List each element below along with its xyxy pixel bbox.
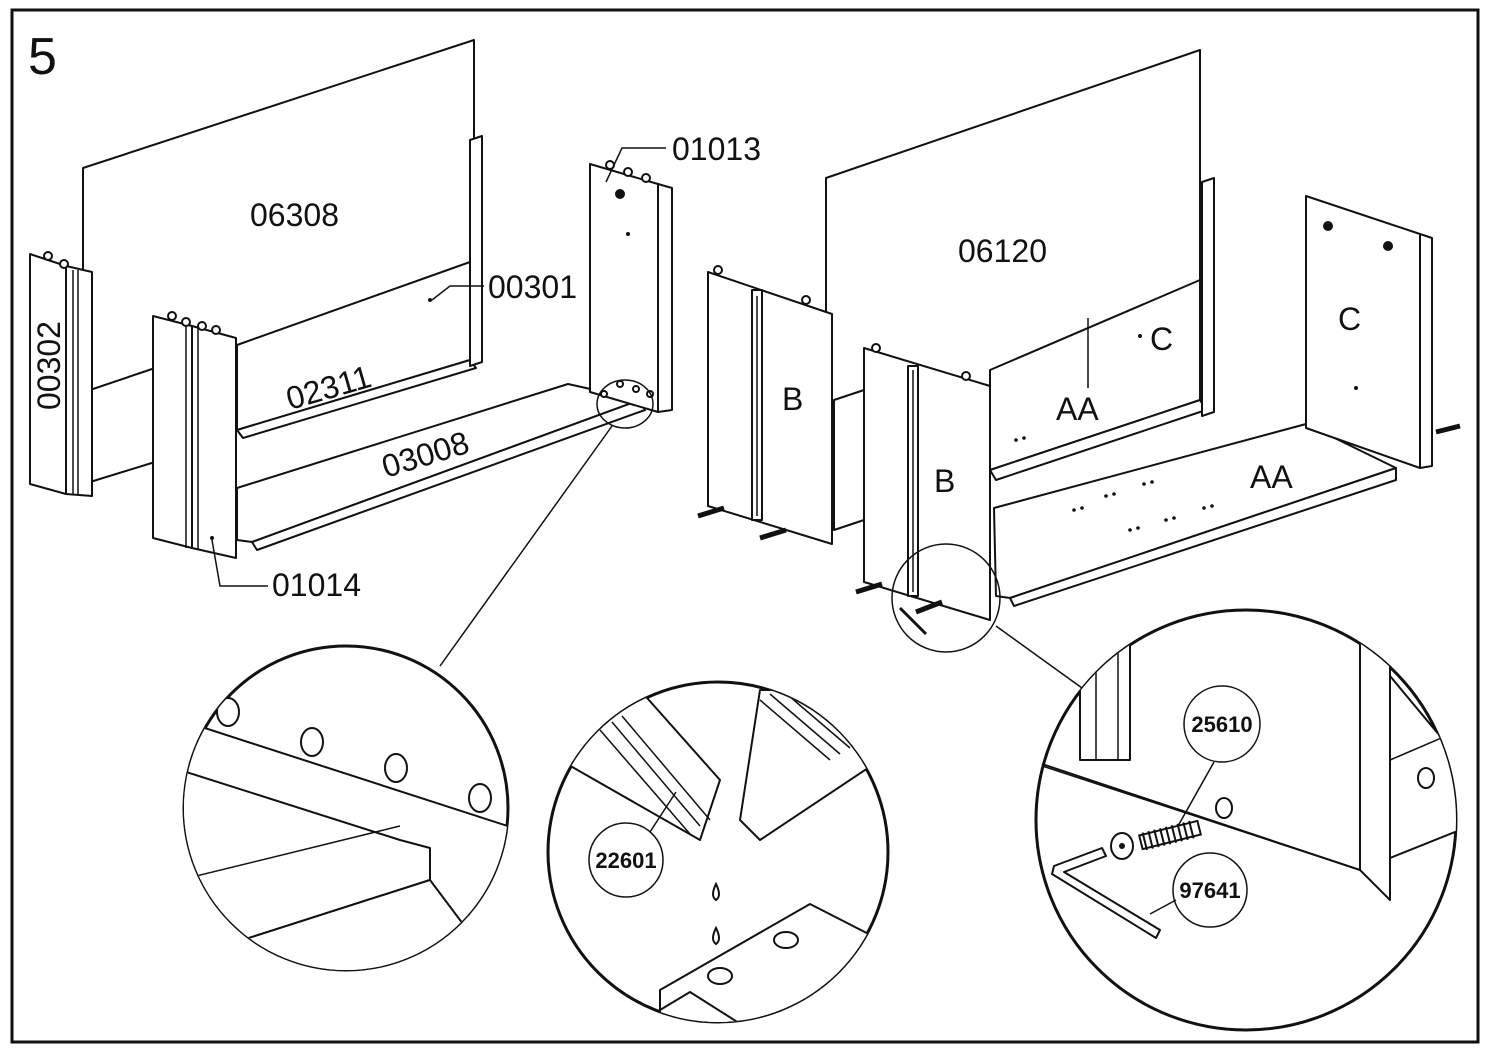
label-22601: 22601 (595, 848, 656, 873)
inner-shelf-edge (236, 359, 477, 439)
label-06308: 06308 (250, 197, 339, 233)
bottom-panel-edge (251, 399, 646, 551)
detail-callout-right (891, 543, 1001, 653)
detail-circle-holes (182, 644, 510, 972)
part-bubble-25610 (1183, 685, 1261, 763)
label-01014: 01014 (272, 567, 361, 603)
label-C-1: C (1150, 321, 1173, 357)
side-panel-B-2 (863, 347, 991, 621)
side-panel-00302-edge (65, 265, 93, 497)
label-06120: 06120 (958, 233, 1047, 269)
side-panel-C-edge (1419, 233, 1433, 469)
label-00302: 00302 (31, 321, 67, 410)
detail-callout-left (596, 379, 654, 429)
part-bubble-22601 (588, 822, 664, 898)
right-assembly (697, 49, 1461, 689)
side-panel-B-1 (707, 271, 833, 545)
page-frame (10, 8, 1480, 1044)
label-AA-2: AA (1250, 459, 1293, 495)
left-assembly (29, 39, 673, 667)
step-number: 5 (28, 28, 57, 86)
bottom-panel-AA-edge (1009, 467, 1397, 607)
label-00301: 00301 (488, 269, 577, 305)
label-B-1: B (782, 381, 803, 417)
label-C-2: C (1338, 301, 1361, 337)
left-lower-box-2 (833, 389, 865, 531)
label-01013: 01013 (672, 131, 761, 167)
side-panel-C (1305, 195, 1421, 469)
side-panel-01013-edge (657, 183, 673, 413)
label-AA-1: AA (1056, 391, 1099, 427)
side-panel-01013 (589, 163, 659, 413)
rear-upright-right (469, 135, 483, 367)
label-B-2: B (934, 463, 955, 499)
rear-upright-right-2 (1201, 177, 1215, 417)
part-bubble-97641 (1172, 852, 1248, 928)
detail-circle-glue: 22601 (546, 680, 890, 1024)
side-panel-01014-face (191, 325, 237, 559)
label-25610: 25610 (1191, 712, 1252, 737)
label-97641: 97641 (1179, 878, 1240, 903)
detail-circle-cambolt: 25610 97641 (1034, 608, 1458, 1032)
